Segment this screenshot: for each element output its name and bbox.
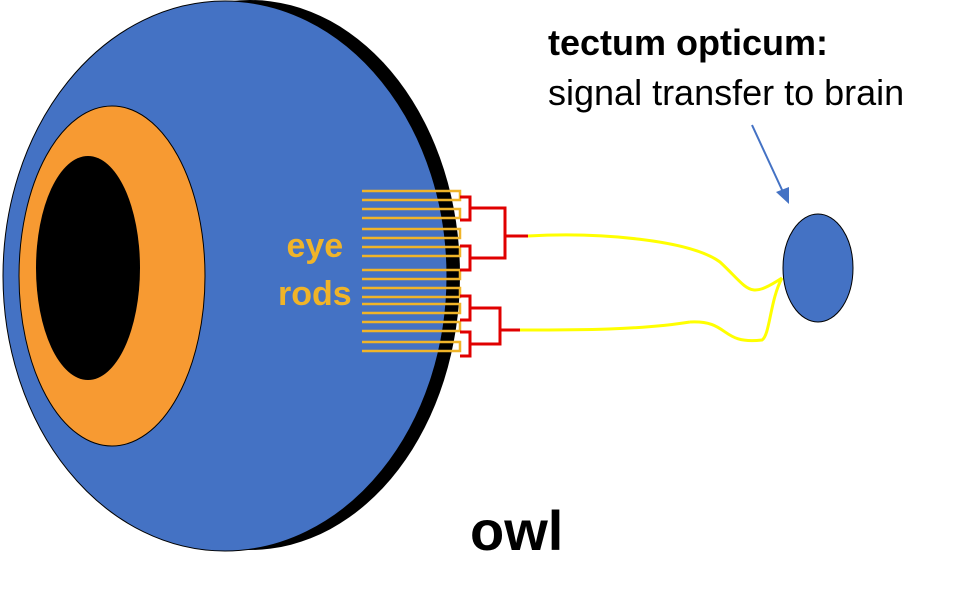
tectum-title: tectum opticum: — [548, 22, 829, 63]
animal-label: owl — [470, 499, 564, 562]
rod-5 — [362, 268, 462, 281]
pupil — [36, 156, 140, 380]
optic-nerves — [519, 233, 784, 343]
eye-rods — [362, 189, 462, 353]
rod-7 — [362, 302, 462, 315]
tectum-description: signal transfer to brain — [548, 72, 905, 113]
rod-2 — [362, 207, 462, 220]
arrow-head — [776, 187, 789, 204]
rods-label-line1: eye — [286, 227, 344, 265]
rod-6 — [362, 286, 462, 299]
rod-3 — [362, 227, 462, 240]
nerve-upper-branch — [689, 277, 784, 343]
rod-8 — [362, 320, 462, 333]
red-connectors — [460, 195, 528, 358]
nerve-lower — [519, 320, 691, 332]
rods-label-line2: rods — [278, 275, 352, 313]
rod-9 — [362, 340, 462, 353]
nerve-upper — [527, 233, 783, 292]
rod-4 — [362, 245, 462, 258]
tectum-opticum — [782, 213, 854, 323]
rods-label: eye rods — [278, 222, 352, 318]
arrow-line — [751, 124, 784, 193]
